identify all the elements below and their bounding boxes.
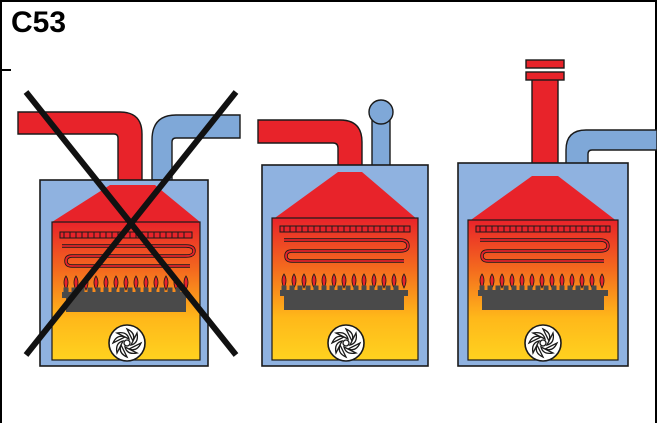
- air-pipe-3: [565, 129, 657, 167]
- heat-exchanger-3: [475, 225, 611, 263]
- burner-flames-2: [281, 273, 407, 289]
- flue-terminal-ring-3: [525, 71, 565, 81]
- air-pipe-2: [371, 117, 391, 169]
- fan-3: [524, 324, 562, 362]
- cross-out-line-b: [23, 90, 239, 357]
- exhaust-hood-2: [272, 172, 418, 232]
- flue-pipe-1: [17, 111, 143, 186]
- fan-1: [108, 324, 146, 362]
- flue-terminal-cap-3: [525, 59, 565, 69]
- air-pipe-1: [151, 114, 241, 181]
- air-inlet-cap-2: [368, 99, 394, 125]
- burner-3: [478, 285, 608, 310]
- burner-2: [280, 285, 408, 310]
- heat-exchanger-1: [59, 231, 196, 268]
- fan-2: [327, 324, 365, 362]
- boiler-panel-2: [257, 99, 429, 367]
- heat-exchanger-2: [279, 225, 411, 263]
- burner-flames-3: [479, 273, 605, 289]
- figure-code-label: C53: [11, 6, 67, 39]
- burner-1: [62, 287, 190, 312]
- boiler-panel-3: [457, 59, 657, 367]
- boiler-panel-1: [17, 90, 241, 367]
